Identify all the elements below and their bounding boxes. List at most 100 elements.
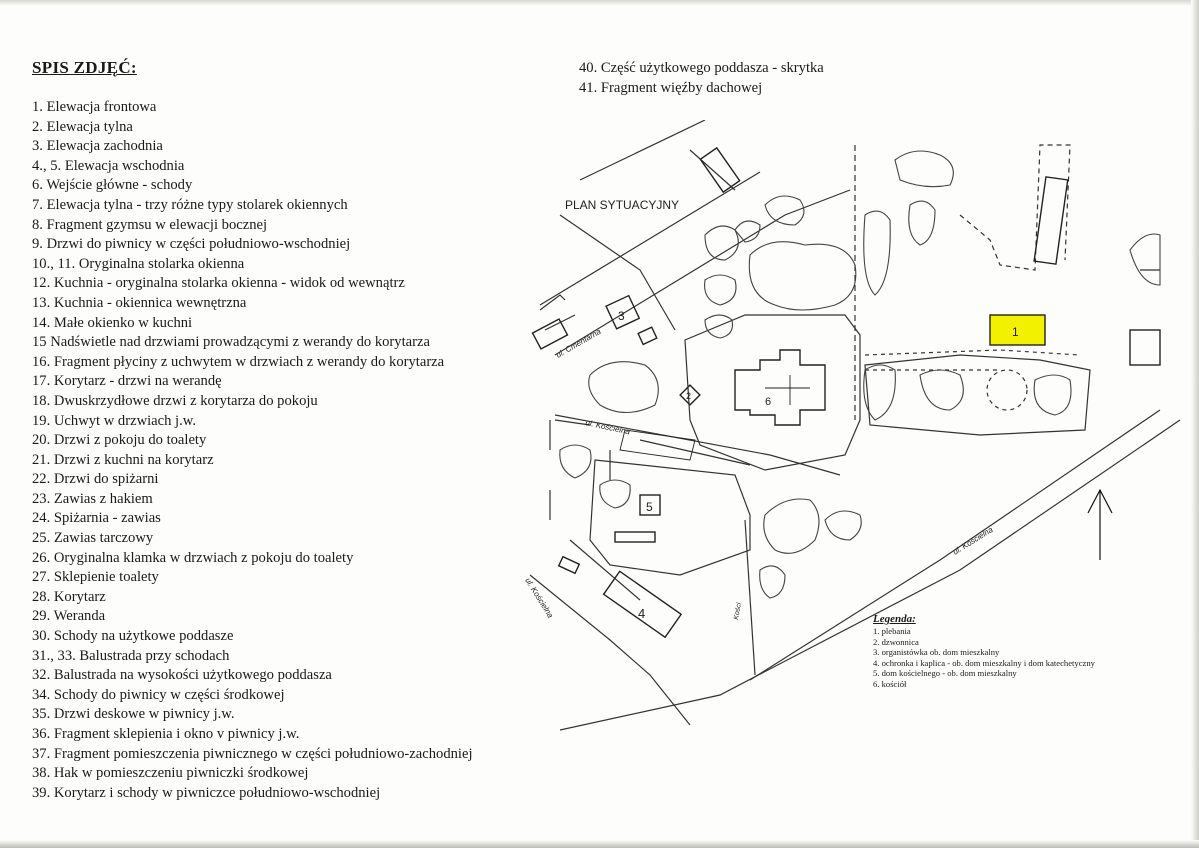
building-outbuilding	[1033, 176, 1069, 265]
road-edge	[554, 189, 851, 356]
road-edge	[554, 414, 841, 476]
list-item: 6. Wejście główne - schody	[32, 177, 193, 194]
plot-boundary	[544, 314, 576, 331]
scan-edge-right	[1191, 0, 1199, 848]
road-edge	[569, 539, 641, 601]
list-item: 1. Elewacja frontowa	[32, 99, 157, 115]
list-item: 31., 33. Balustrada przy schodach	[32, 647, 230, 664]
list-item: 10., 11. Oryginalna stolarka okienna	[32, 255, 245, 272]
list-item: 29. Weranda	[32, 608, 106, 625]
church-cross	[765, 375, 810, 405]
tree-clump	[763, 498, 820, 554]
north-arrow-head	[1087, 488, 1113, 514]
list-item: 13. Kuchnia - okiennica wewnętrzna	[32, 294, 247, 311]
list-item: 17. Korytarz - drzwi na werandę	[32, 373, 222, 390]
list-item: 40. Część użytkowego poddasza - skrytka	[579, 60, 824, 76]
tree-clump	[734, 220, 761, 243]
legend-item: 1. plebania	[873, 626, 911, 636]
building-number: 4	[638, 606, 645, 621]
list-item: 38. Hak w pomieszczeniu piwniczki środko…	[32, 765, 309, 782]
legend-item: 5. dom kościelnego - ob. dom mieszkalny	[873, 668, 1017, 679]
list-item: 16. Fragment płyciny z uchwytem w drzwia…	[32, 353, 445, 370]
roundabout-path	[986, 369, 1028, 411]
lower-yard	[589, 459, 751, 576]
list-item: 36. Fragment sklepienia i okno v piwnicy…	[32, 726, 300, 742]
list-item: 27. Sklepienie toalety	[32, 569, 159, 586]
site-plan-map: PLAN SYTUACYJNY ul. Cmentarna ul. Koście…	[523, 120, 1181, 731]
road-edge	[539, 171, 761, 306]
list-item: 8. Fragment gzymsu w elewacji bocznej	[32, 216, 268, 233]
building-number: 1	[1012, 325, 1019, 339]
list-item: 14. Małe okienko w kuchni	[32, 314, 193, 331]
tree-clump	[919, 369, 964, 411]
list-item: 18. Dwuskrzydłowe drzwi z korytarza do p…	[32, 392, 318, 409]
street-label: ul. Kościelna	[585, 418, 632, 436]
scan-edge-bottom	[0, 840, 1199, 848]
title-frame	[539, 294, 566, 311]
list-item: 12. Kuchnia - oryginalna stolarka okienn…	[32, 275, 405, 292]
list-item: 19. Uchwyt w drzwiach j.w.	[32, 412, 197, 429]
list-item: 7. Elewacja tylna - trzy różne typy stol…	[32, 196, 348, 213]
building-number: 5	[646, 500, 653, 514]
list-item: 4., 5. Elewacja wschodnia	[32, 157, 185, 174]
tree-clump	[894, 150, 954, 188]
building-ochronka	[602, 570, 683, 639]
photo-list-heading: SPIS ZDJĘĆ:	[32, 58, 137, 77]
tree-clump	[704, 314, 734, 339]
building-organistowka	[605, 294, 641, 330]
list-item: 3. Elewacja zachodnia	[32, 138, 163, 155]
building-small	[614, 531, 656, 543]
street-label: Kości	[733, 602, 743, 621]
road-edge	[529, 574, 691, 726]
building-number: 3	[618, 309, 625, 323]
list-item: 41. Fragment więźby dachowej	[579, 79, 763, 96]
building-small	[531, 318, 569, 350]
list-item: 9. Drzwi do piwnicy w części południowo-…	[32, 236, 351, 253]
tree-clump	[1033, 374, 1072, 416]
list-item: 20. Drzwi z pokoju do toalety	[32, 432, 207, 449]
list-item: 15 Nadświetle nad drzwiami prowadzącymi …	[32, 334, 430, 351]
building-small	[637, 326, 658, 346]
list-item: 32. Balustrada na wysokości użytkowego p…	[32, 667, 332, 684]
tree-clump	[704, 274, 737, 306]
building-kosciol	[734, 349, 826, 426]
building-number: 2	[686, 391, 691, 401]
list-item: 37. Fragment pomieszczenia piwnicznego w…	[32, 745, 473, 762]
list-item: 21. Drzwi z kuchni na korytarz	[32, 451, 214, 468]
street-label: ul. Kościelna	[951, 525, 995, 557]
list-item: 24. Spiżarnia - zawias	[32, 510, 161, 527]
road-edge	[559, 419, 1181, 731]
tree-clump	[1129, 233, 1161, 286]
photo-list-continued: 40. Część użytkowego poddasza - skrytka …	[579, 59, 824, 98]
building-number: 6	[765, 396, 771, 408]
tree-clump	[863, 364, 896, 421]
legend-item: 3. organistówka ob. dom mieszkalny	[873, 647, 1000, 658]
tree-clump	[824, 510, 862, 541]
scan-edge-top	[0, 0, 1199, 6]
list-item: 26. Oryginalna klamka w drzwiach z pokoj…	[32, 549, 354, 566]
plot-boundary	[579, 120, 706, 181]
building-small	[557, 555, 581, 575]
tree-clump	[908, 200, 936, 246]
tree-clump	[599, 479, 631, 509]
building-plebania	[989, 314, 1046, 346]
list-item: 34. Schody do piwnicy w części środkowej	[32, 686, 285, 703]
plot-boundary	[689, 149, 736, 191]
legend-item: 2. dzwonnica	[873, 636, 919, 647]
list-item: 30. Schody na użytkowe poddasze	[32, 628, 234, 645]
legend-item: 4. ochronka i kaplica - ob. dom mieszkal…	[873, 657, 1095, 668]
church-yard	[684, 314, 861, 471]
road-edge	[744, 519, 756, 676]
plot-boundary-dashed	[959, 144, 1071, 271]
path-dashed	[864, 349, 1081, 356]
list-item: 28. Korytarz	[32, 588, 106, 605]
plot-boundary	[559, 214, 676, 331]
tree-clump	[863, 210, 891, 296]
list-item: 22. Drzwi do spiżarni	[32, 471, 159, 488]
garden-area	[864, 354, 1091, 436]
street-label: ul. Cmentarna	[555, 327, 603, 360]
building-dzwonnica	[679, 384, 701, 406]
tree-clump	[559, 444, 592, 479]
tree-clump	[748, 241, 857, 311]
road-edge	[749, 409, 1161, 681]
